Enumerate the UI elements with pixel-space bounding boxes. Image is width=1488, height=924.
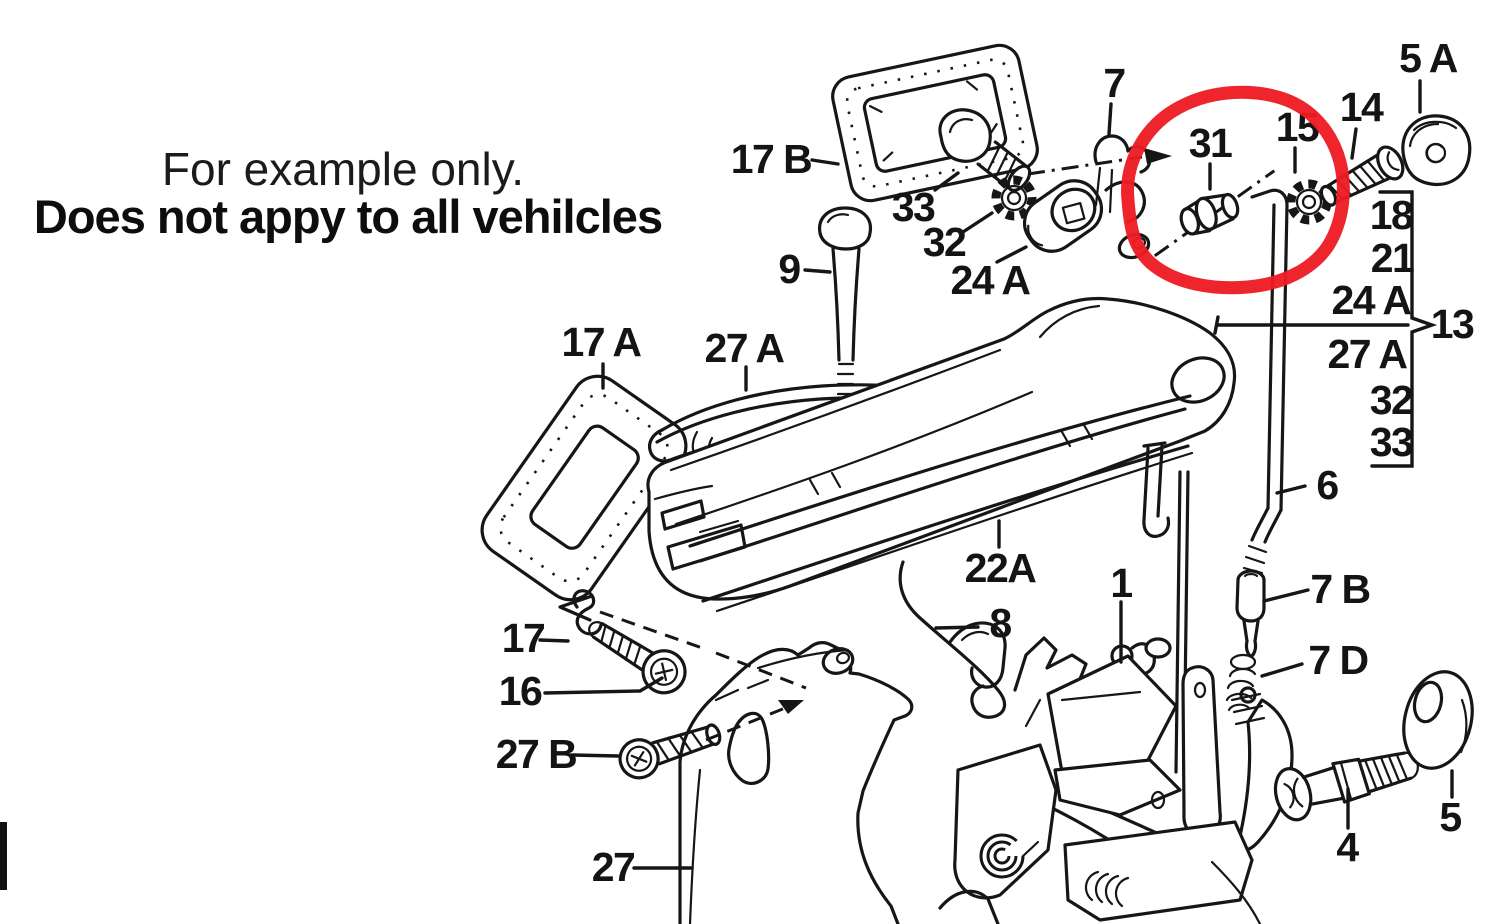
- handle-22a: [646, 296, 1237, 613]
- bushing-31: [1153, 169, 1276, 258]
- part-label-24a-list: 24 A: [1331, 277, 1411, 323]
- notice-line1: For example only.: [162, 143, 524, 195]
- part-label-21: 21: [1371, 235, 1414, 281]
- part-label-22a: 22A: [965, 545, 1037, 591]
- notice-line2: Does not appy to all vehilcles: [34, 190, 662, 243]
- part-label-16: 16: [499, 668, 542, 714]
- part-label-27b: 27 B: [496, 731, 577, 777]
- washer-5: [1402, 670, 1474, 770]
- fixing-arrow-17: [558, 594, 594, 622]
- cap-5a: [1401, 114, 1472, 187]
- part-label-14: 14: [1340, 84, 1384, 130]
- spring-7d: [1225, 653, 1257, 712]
- part-label-9: 9: [778, 246, 800, 292]
- part-label-13: 13: [1431, 301, 1474, 347]
- leader-lines: [538, 79, 1454, 870]
- hook-bracket: [948, 621, 1007, 689]
- cover-27: [678, 641, 914, 924]
- fixing-axis-16: [599, 610, 807, 690]
- part-label-8: 8: [989, 600, 1011, 646]
- part-label-17: 17: [502, 615, 545, 661]
- s-clip-17: [572, 589, 603, 636]
- axis-arrow: [1144, 148, 1172, 164]
- part-label-27a: 27 A: [704, 325, 784, 371]
- part-label-4: 4: [1336, 824, 1359, 870]
- gear-washer-32: [991, 175, 1037, 221]
- rod-6: [1242, 188, 1289, 575]
- part-label-6: 6: [1316, 462, 1338, 508]
- highlight-circle-annotation: [1121, 85, 1350, 295]
- gasket-17b: [831, 43, 1039, 203]
- part-label-32-list: 32: [1370, 377, 1413, 423]
- part-label-7b: 7 B: [1310, 566, 1369, 612]
- part-label-27a-list: 27 A: [1327, 331, 1407, 377]
- scan-mark: [0, 822, 7, 890]
- part-label-32: 32: [923, 219, 966, 265]
- part-label-27: 27: [592, 844, 635, 890]
- part-label-5a: 5 A: [1399, 35, 1458, 81]
- part-label-18: 18: [1370, 192, 1413, 238]
- part-label-33-list: 33: [1370, 419, 1413, 465]
- fixing-axis-27b: [705, 704, 791, 742]
- part-label-17b: 17 B: [731, 136, 812, 182]
- lock-mechanism-1: [938, 636, 1294, 924]
- part-label-33: 33: [892, 184, 935, 230]
- part-label-7: 7: [1103, 60, 1124, 106]
- connector-7b: [1235, 569, 1266, 658]
- part-label-24a: 24 A: [950, 257, 1030, 303]
- rod-8: [898, 560, 1007, 719]
- fixing-arrow-27b: [778, 700, 804, 714]
- part-label-7d: 7 D: [1308, 637, 1367, 683]
- screw-27b: [618, 723, 722, 780]
- part-label-17a: 17 A: [561, 319, 641, 365]
- part-label-5: 5: [1439, 794, 1461, 840]
- lock-cylinder-24a: [1022, 179, 1104, 253]
- part-label-1: 1: [1110, 560, 1132, 606]
- ref-bracket-13: [1213, 190, 1438, 468]
- part-label-31: 31: [1189, 120, 1232, 166]
- screw-16: [588, 621, 687, 695]
